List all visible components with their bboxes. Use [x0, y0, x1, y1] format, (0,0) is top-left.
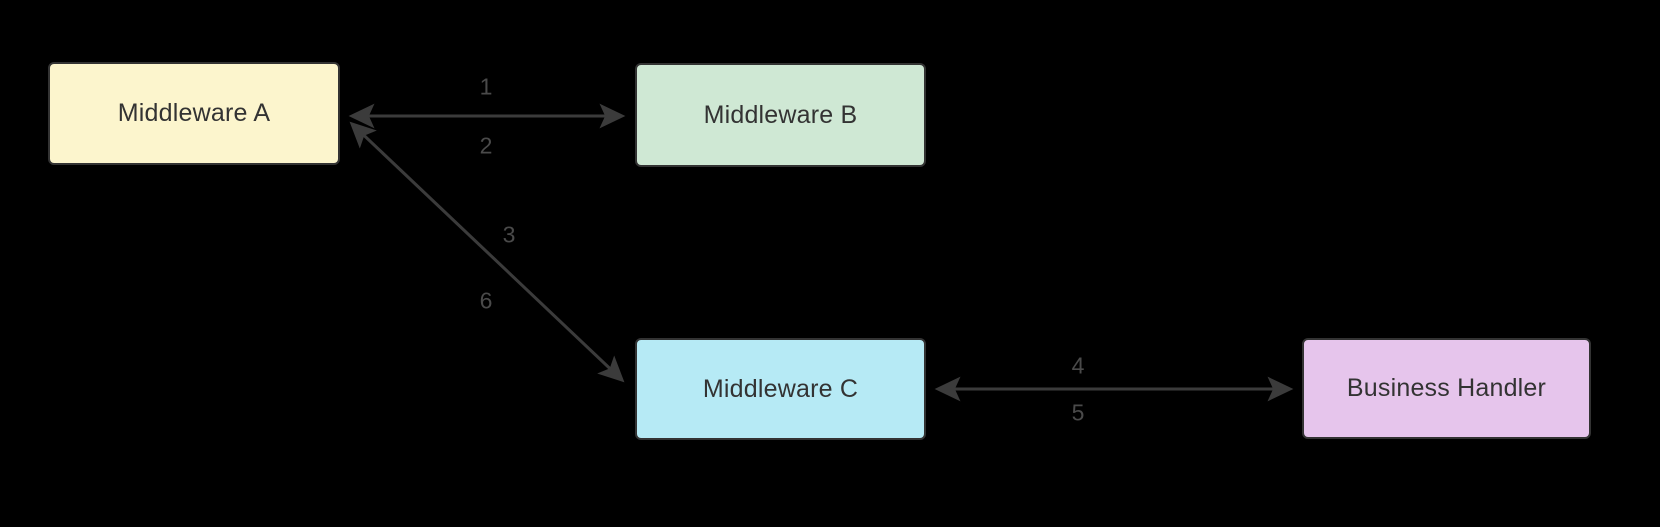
node-middleware-c-label: Middleware C — [702, 374, 859, 403]
node-middleware-a[interactable]: Middleware A — [48, 62, 340, 165]
edge-a-c-line — [349, 121, 625, 383]
node-business-handler[interactable]: Business Handler — [1302, 338, 1591, 439]
edge-label-2: 2 — [479, 132, 493, 159]
node-middleware-a-label: Middleware A — [117, 99, 271, 127]
node-business-handler-label: Business Handler — [1346, 374, 1547, 402]
edge-label-1: 1 — [479, 73, 493, 100]
edge-label-6: 6 — [479, 287, 493, 314]
edge-label-4: 4 — [1071, 352, 1085, 379]
node-middleware-c[interactable]: Middleware C — [635, 338, 926, 440]
edge-label-5: 5 — [1071, 399, 1085, 426]
node-middleware-b-label: Middleware B — [703, 100, 858, 129]
edge-label-3: 3 — [502, 221, 516, 248]
node-middleware-b[interactable]: Middleware B — [635, 63, 926, 167]
